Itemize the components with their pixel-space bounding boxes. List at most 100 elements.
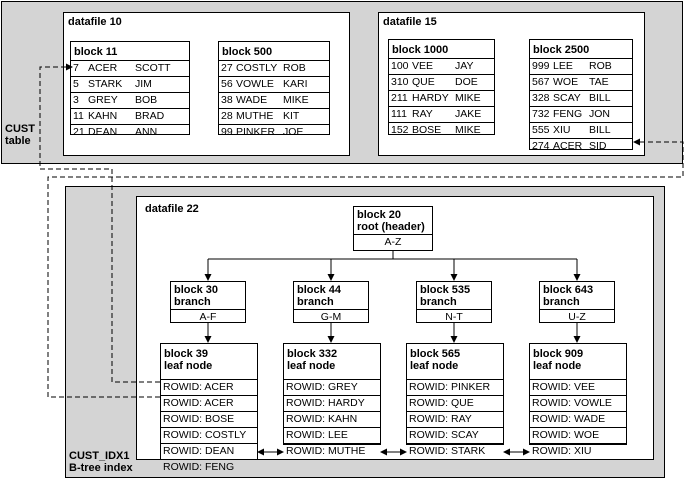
row-lastname: RAY <box>412 108 433 120</box>
row-id: 100 <box>391 60 409 72</box>
row-id: 7 <box>73 62 79 74</box>
row-lastname: WOE <box>553 76 579 88</box>
row-lastname: KAHN <box>88 110 118 122</box>
block-2500-title: block 2500 <box>533 44 590 56</box>
row-firstname: JAKE <box>455 108 482 120</box>
row-lastname: XIU <box>553 124 571 136</box>
row-lastname: QUE <box>412 76 435 88</box>
row-id: 99 <box>221 126 233 138</box>
row-lastname: BOSE <box>412 124 442 136</box>
datafile-22-title: datafile 22 <box>145 203 199 215</box>
row-id: 211 <box>391 92 408 104</box>
table-row: 111 RAY JAKE <box>389 106 494 122</box>
branch-range: G-M <box>294 309 368 325</box>
leaf-entry: ROWID: STARK <box>407 443 503 459</box>
row-id: 27 <box>221 62 233 74</box>
row-firstname: JOE <box>283 126 304 138</box>
leaf-entry: ROWID: GREY <box>284 379 380 395</box>
row-id: 11 <box>73 110 84 122</box>
leaf-entry: ROWID: VOWLE <box>530 395 626 411</box>
row-firstname: JAY <box>455 60 474 72</box>
row-firstname: KARI <box>283 78 308 90</box>
row-lastname: MUTHE <box>236 110 274 122</box>
branch-title: block 643 <box>543 284 594 296</box>
row-id: 310 <box>391 76 409 88</box>
row-firstname: BILL <box>589 92 611 104</box>
row-firstname: SID <box>589 140 607 152</box>
leaf-entry: ROWID: QUE <box>407 395 503 411</box>
leaf-entry: ROWID: WADE <box>530 411 626 427</box>
row-firstname: BILL <box>589 124 611 136</box>
branch-range: A-F <box>171 309 245 325</box>
row-lastname: HARDY <box>412 92 449 104</box>
root-block-20: block 20 root (header) A-Z <box>353 206 433 251</box>
row-firstname: BRAD <box>135 110 165 122</box>
row-id: 21 <box>73 126 85 138</box>
row-lastname: LEE <box>553 60 573 72</box>
index-label: CUST_IDX1 B-tree index <box>69 450 133 474</box>
row-id: 274 <box>532 140 550 152</box>
row-lastname: VEE <box>412 60 434 72</box>
row-lastname: WADE <box>236 94 268 106</box>
cust-table-label: CUST table <box>5 123 35 147</box>
leaf-entry: ROWID: FENG <box>161 459 257 475</box>
leaf-entry: ROWID: ACER <box>161 379 257 395</box>
leaf-entry: ROWID: PINKER <box>407 379 503 395</box>
row-firstname: MIKE <box>455 92 481 104</box>
datafile-15-title: datafile 15 <box>383 16 437 28</box>
row-id: 111 <box>391 108 407 120</box>
rowid-pointer-acer-block-2500 <box>47 138 684 398</box>
row-id: 732 <box>532 108 550 120</box>
rowid-pointer-acer-block-11 <box>39 63 160 383</box>
row-lastname: STARK <box>88 78 123 90</box>
leaf-entry: ROWID: COSTLY <box>161 427 257 443</box>
row-lastname: GREY <box>88 94 118 106</box>
leaf-entry: ROWID: RAY <box>407 411 503 427</box>
row-id: 38 <box>221 94 233 106</box>
leaf-entry: ROWID: BOSE <box>161 411 257 427</box>
root-range: A-Z <box>354 234 432 250</box>
row-lastname: ACER <box>553 140 583 152</box>
branch-subtitle: branch <box>297 296 334 308</box>
row-lastname: PINKER <box>236 126 276 138</box>
row-firstname: ROB <box>589 60 612 72</box>
leaf-entry: ROWID: HARDY <box>284 395 380 411</box>
table-row: 11 KAHN BRAD <box>71 108 189 124</box>
leaf-title: block 565 <box>410 348 461 360</box>
branch-subtitle: branch <box>174 296 211 308</box>
root-title: block 20 <box>357 209 402 221</box>
row-lastname: FENG <box>553 108 583 120</box>
leaf-subtitle: leaf node <box>533 360 582 372</box>
row-id: 555 <box>532 124 550 136</box>
row-firstname: ANN <box>135 126 158 138</box>
leaf-entry: ROWID: VEE <box>530 379 626 395</box>
row-lastname: VOWLE <box>236 78 274 90</box>
leaf-entry: ROWID: XIU <box>530 443 626 459</box>
row-id: 999 <box>532 60 550 72</box>
table-row: 211 HARDY MIKE <box>389 90 494 106</box>
row-id: 3 <box>73 94 79 106</box>
leaf-entry: ROWID: WOE <box>530 427 626 443</box>
